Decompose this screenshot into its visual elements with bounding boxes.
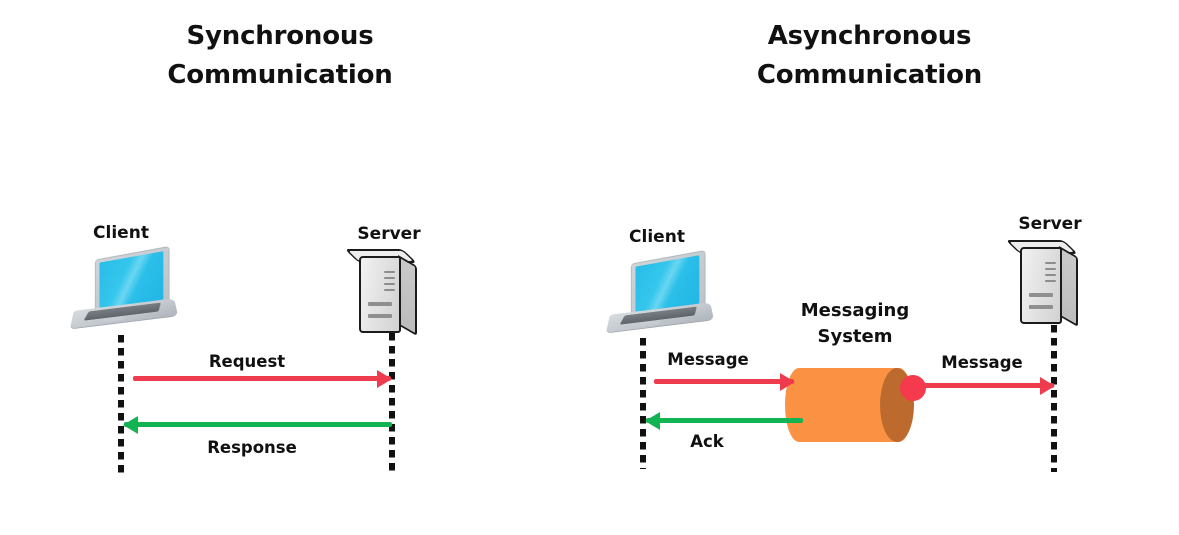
async-message-in-label: Message — [667, 350, 749, 369]
messaging-system-label: Messaging System — [800, 300, 910, 347]
laptop-screen — [635, 255, 700, 313]
async-server-lifeline — [1051, 325, 1057, 472]
async-message-out-arrow — [921, 376, 1055, 395]
server-vent — [384, 277, 395, 279]
async-message-out-label: Message — [941, 353, 1023, 372]
panel-title-asynchronous: Asynchronous Communication — [756, 21, 983, 90]
arrow-head-left — [123, 415, 138, 434]
cylinder-output-dot — [900, 375, 926, 401]
sync-server-lifeline — [389, 333, 395, 476]
sync-client-label: Client — [93, 223, 149, 243]
server-vent — [384, 289, 395, 291]
server-vent — [384, 271, 395, 273]
arrow-head-right — [780, 372, 795, 391]
server-tower-icon — [344, 249, 419, 336]
server-front-face — [359, 256, 401, 333]
arrow-head-right — [377, 369, 392, 388]
server-drive-slot — [1029, 293, 1053, 297]
async-ack-label: Ack — [690, 432, 724, 451]
sync-response-arrow — [123, 415, 392, 434]
laptop-screen — [99, 251, 164, 309]
async-server-label: Server — [1018, 214, 1082, 234]
sync-response-label: Response — [207, 438, 297, 457]
arrow-shaft — [133, 376, 391, 381]
server-vent — [1045, 280, 1056, 282]
async-client-lifeline — [640, 338, 646, 469]
arrow-head-left — [645, 411, 660, 430]
arrow-shaft — [646, 418, 803, 423]
laptop-icon — [605, 251, 715, 333]
sync-request-label: Request — [208, 352, 286, 371]
arrow-shaft — [124, 422, 392, 427]
server-vent — [1045, 268, 1056, 270]
server-drive-slot — [368, 302, 392, 306]
server-vent — [1045, 274, 1056, 276]
server-front-face — [1020, 247, 1062, 324]
arrow-shaft — [921, 383, 1054, 388]
server-vent — [1045, 262, 1056, 264]
server-drive-slot — [368, 314, 392, 318]
sync-client-lifeline — [118, 335, 124, 475]
async-message-in-arrow — [654, 372, 795, 391]
sync-request-arrow — [133, 369, 392, 388]
laptop-icon — [69, 247, 179, 329]
arrow-shaft — [654, 379, 794, 384]
server-tower-icon — [1005, 240, 1080, 327]
panel-title-synchronous: Synchronous Communication — [167, 21, 393, 90]
queue-cylinder-icon — [785, 368, 926, 442]
server-drive-slot — [1029, 305, 1053, 309]
arrow-head-right — [1040, 376, 1055, 395]
async-client-label: Client — [629, 227, 685, 247]
async-ack-arrow — [645, 411, 803, 430]
panel-synchronous: Synchronous Communication Client Server — [0, 0, 560, 535]
server-vent — [384, 283, 395, 285]
panel-asynchronous: Asynchronous Communication Client Server — [560, 0, 1179, 535]
sync-server-label: Server — [357, 224, 421, 244]
